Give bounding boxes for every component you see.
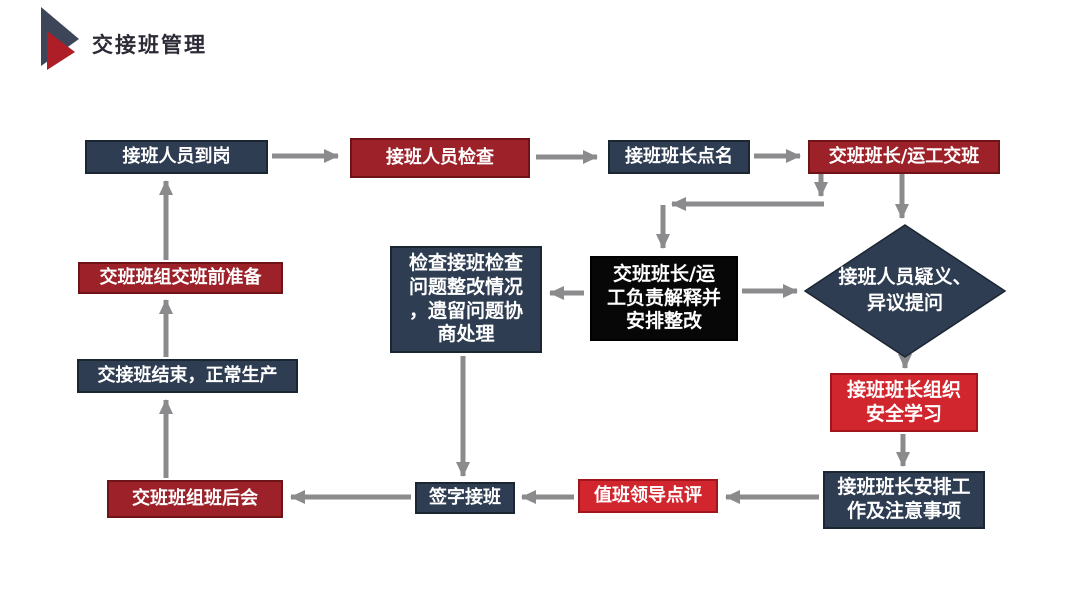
node-check-rectification: 检查接班检查问题整改情况，遗留问题协商处理 — [390, 246, 542, 353]
node-explain-and-rectify-label: 交班班长/运工负责解释并安排整改 — [606, 262, 721, 333]
node-take-over-staff-inspect: 接班人员检查 — [350, 138, 530, 178]
node-handover-by-foreman: 交班班长/运工交班 — [808, 140, 1000, 174]
node-pre-handover-preparation: 交班班组交班前准备 — [78, 262, 283, 294]
node-organize-safety-study-label: 接班班长组织安全学习 — [846, 378, 961, 425]
node-check-rectification-label: 检查接班检查问题整改情况，遗留问题协商处理 — [408, 252, 523, 346]
node-assign-work-notes-label: 接班班长安排工作及注意事项 — [837, 476, 971, 522]
node-post-shift-meeting: 交班班组班后会 — [107, 480, 283, 518]
node-foreman-rollcall: 接班班长点名 — [608, 140, 750, 174]
node-organize-safety-study: 接班班长组织安全学习 — [830, 373, 978, 432]
node-duty-leader-review: 值班领导点评 — [578, 479, 718, 513]
decision-diamond-shape — [803, 224, 1007, 358]
node-questions-decision: 接班人员疑义、异议提问 — [838, 266, 972, 314]
node-take-over-staff-arrive: 接班人员到岗 — [85, 140, 268, 174]
node-explain-and-rectify: 交班班长/运工负责解释并安排整改 — [590, 256, 738, 341]
node-handover-complete: 交接班结束，正常生产 — [77, 359, 298, 393]
node-sign-take-over: 签字接班 — [415, 482, 515, 514]
title-triangle-icon — [41, 7, 79, 70]
node-assign-work-notes: 接班班长安排工作及注意事项 — [823, 471, 985, 529]
page-title: 交接班管理 — [92, 33, 207, 57]
